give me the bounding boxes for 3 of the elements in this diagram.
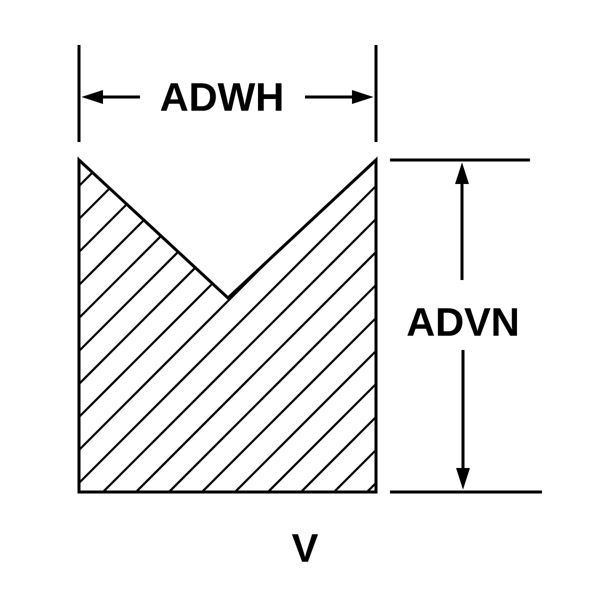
dimension-label: ADVN bbox=[407, 308, 517, 336]
part-label: V bbox=[292, 534, 318, 562]
dimension-label: ADWH bbox=[160, 83, 282, 111]
